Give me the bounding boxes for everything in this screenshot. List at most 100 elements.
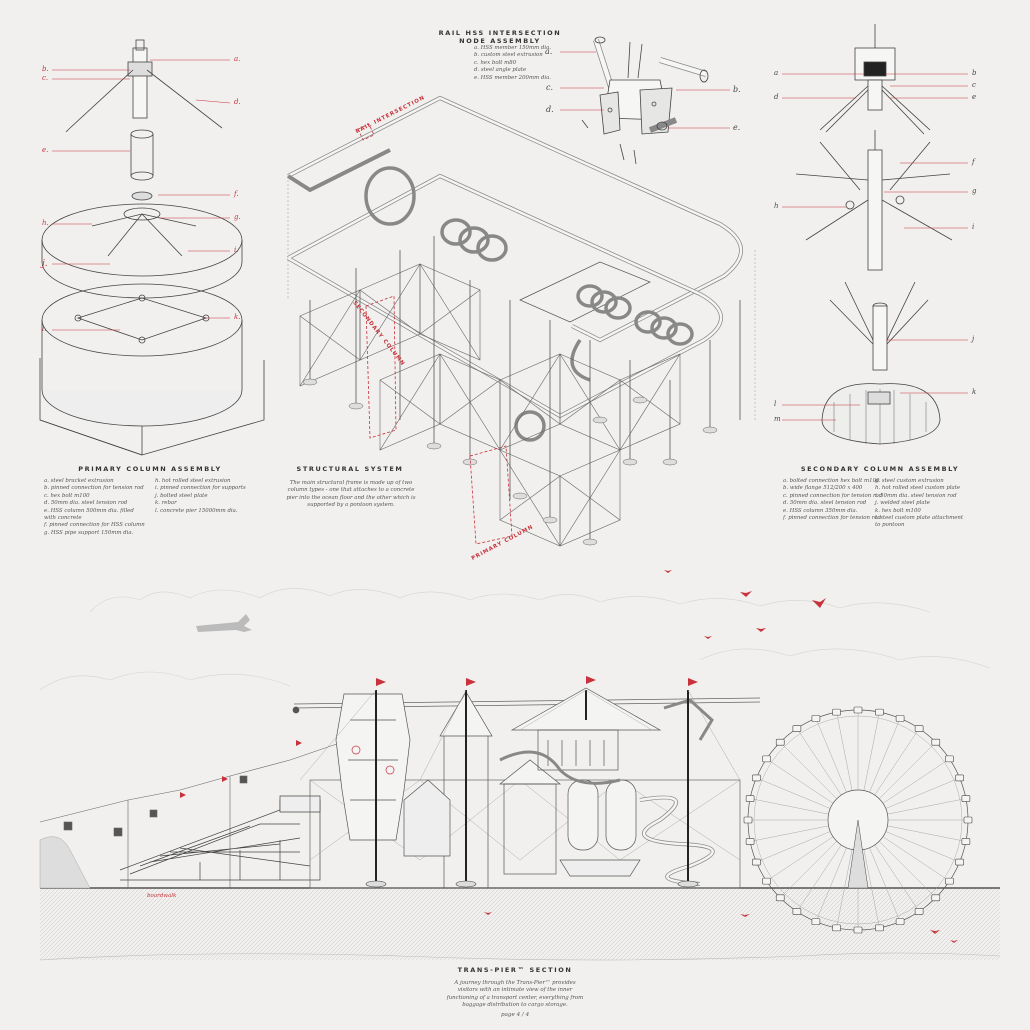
wheel-spoke — [874, 844, 920, 912]
secondary-label-g: g — [972, 187, 977, 195]
desc-line: functioning of a transport center, every… — [446, 994, 584, 1001]
wheel-gondola — [853, 926, 863, 934]
wheel-spoke — [879, 742, 936, 799]
rail-label-b: b. — [733, 85, 741, 94]
secondary-label-h: h — [774, 202, 779, 210]
wheel-gondola — [955, 858, 964, 866]
primary-label-g: g. — [234, 213, 241, 221]
wheel-spoke — [882, 836, 950, 882]
legend-item: g. steel custom extrusion — [875, 478, 944, 484]
legend-item: i. pinned connection for supports — [155, 485, 246, 492]
wheel-gondola — [963, 816, 973, 824]
legend-item: i. 50mm dia. steel tension rod — [875, 492, 957, 499]
structural-highlights — [357, 123, 513, 545]
secondary-label-d: d — [774, 93, 779, 101]
wheel-gondola — [853, 706, 863, 714]
section-title: TRANS-PIER™ SECTION — [457, 966, 573, 974]
legend-item: d. 50mm dia. steel tension rod — [44, 500, 128, 507]
wheel-spoke — [863, 712, 880, 791]
primary-label-b: b. — [42, 65, 49, 73]
wheel-gondola — [811, 715, 821, 722]
secondary-column-assembly-drawing — [795, 24, 953, 445]
wheel-gondola — [875, 708, 884, 716]
legend-item: j. welded steel plate — [875, 500, 930, 507]
secondary-label-j: j — [972, 335, 975, 343]
desc-line: baggage distribution to cargo storage. — [462, 1002, 568, 1009]
wheel-gondola — [792, 725, 802, 732]
primary-column-title: PRIMARY COLUMN ASSEMBLY — [78, 465, 222, 473]
wheel-gondola — [811, 918, 821, 925]
wheel-gondola — [961, 838, 971, 845]
wheel-gondola — [775, 738, 785, 746]
wheel-gondola — [895, 715, 905, 722]
wheel-gondola — [945, 755, 954, 763]
desc-line: column types - one that attaches to a co… — [287, 487, 415, 494]
flags — [180, 676, 698, 798]
wheel-gondola — [775, 894, 785, 902]
wheel-spoke — [885, 831, 960, 863]
wheel-gondola — [961, 795, 971, 802]
desc-line: The main structural frame is made up of … — [289, 480, 413, 486]
wheel-spoke — [796, 844, 842, 912]
wheel-spoke — [887, 825, 966, 842]
wheel-spoke — [796, 728, 842, 796]
pier-structure — [292, 687, 761, 889]
legend-item: d. 50mm dia. steel tension rod — [783, 500, 867, 507]
rail-node-assembly-drawing — [581, 36, 709, 165]
rail-label-a: a. — [545, 47, 553, 56]
wheel-gondola — [955, 774, 964, 782]
wheel-gondola — [895, 918, 905, 925]
primary-label-l: l. — [42, 325, 47, 333]
legend-item: e. HSS column 500mm dia. filled — [44, 507, 134, 514]
rail-node-leaders — [560, 51, 730, 129]
wheel-spoke — [815, 847, 847, 922]
wheel-spoke — [874, 728, 920, 796]
wheel-gondola — [745, 838, 755, 845]
cable-line — [39, 735, 361, 888]
wheel-spoke — [887, 798, 966, 815]
wheel-spoke — [780, 841, 837, 898]
legend-item: c. hex bolt m80 — [474, 59, 517, 66]
wheel-gondola — [914, 725, 924, 732]
secondary-label-m: m — [774, 415, 781, 423]
wheel-gondola — [832, 708, 841, 716]
wheel-gondola — [914, 908, 924, 915]
legend-item: b. pinned connection for tension rod — [44, 485, 144, 492]
primary-label-j: j. — [42, 259, 48, 269]
wheel-spoke — [863, 849, 880, 928]
primary-label-f: f. — [234, 190, 239, 198]
secondary-column-leaders — [782, 73, 968, 421]
section-description: A journey through the Trans-Pier™ provid… — [420, 980, 610, 1010]
legend-item: f. pinned connection for tension rod — [783, 515, 881, 522]
wheel-spoke — [756, 831, 831, 863]
page-number: page 4 / 4 — [501, 1012, 530, 1018]
secondary-label-l: l — [774, 400, 777, 408]
wheel-spoke — [869, 718, 901, 793]
wheel-gondola — [752, 858, 761, 866]
secondary-label-a: a — [774, 69, 779, 77]
legend-item: e. HSS member 200mm dia. — [474, 74, 551, 81]
wheel-gondola — [762, 755, 771, 763]
legend-item: to pontoon — [875, 522, 905, 529]
cloud-backdrop — [39, 588, 991, 691]
structural-system-description: The main structural frame is made up of … — [266, 480, 436, 510]
secondary-label-c: c — [972, 81, 976, 89]
legend-item: a. HSS member 150mm dia. — [474, 45, 552, 51]
secondary-label-e: e — [972, 93, 977, 101]
legend-item: h. hot rolled steel custom plate — [875, 485, 961, 492]
primary-label-e: e. — [42, 146, 49, 154]
wheel-gondola — [931, 894, 941, 902]
primary-label-h: h. — [42, 219, 49, 227]
wheel-spoke — [766, 758, 834, 804]
legend-item: c. pinned connection for tension rod — [783, 492, 883, 499]
airplane-icon — [196, 614, 252, 632]
wheel-spoke — [756, 777, 831, 809]
wheel-gondola — [832, 924, 841, 932]
secondary-label-i: i — [972, 223, 975, 231]
legend-item: k. hex bolt m100 — [875, 507, 921, 514]
wheel-spoke — [766, 836, 834, 882]
wheel-gondola — [945, 877, 954, 885]
desc-line: visitors with an intimate view of the in… — [457, 987, 573, 994]
legend-item: c. hex bolt m100 — [44, 492, 90, 499]
